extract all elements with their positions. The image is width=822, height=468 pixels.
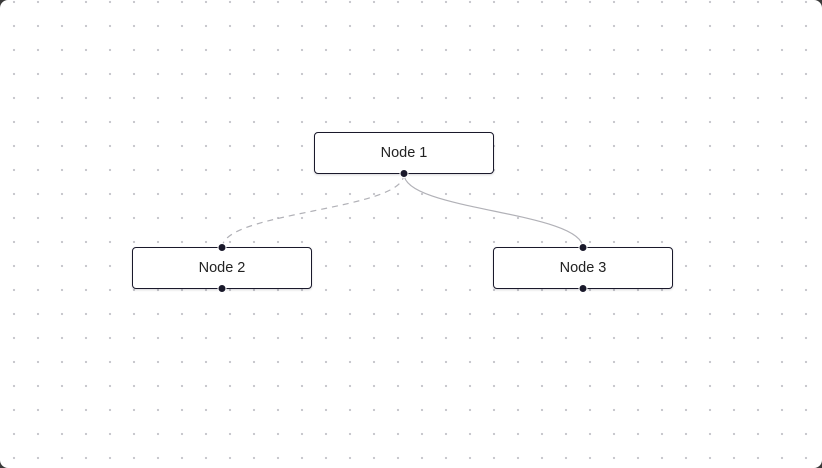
node-3-target-handle[interactable]: [578, 243, 588, 252]
node-1[interactable]: Node 1: [314, 132, 494, 178]
edge-node1-node3[interactable]: [403, 173, 584, 249]
node-3-label: Node 3: [559, 259, 607, 276]
edge-node1-node2[interactable]: [221, 173, 405, 249]
node-3-source-handle[interactable]: [578, 284, 588, 293]
node-1-label: Node 1: [380, 144, 428, 161]
node-2-source-handle[interactable]: [217, 284, 227, 293]
node-2[interactable]: Node 2: [132, 243, 312, 293]
node-1-source-handle[interactable]: [399, 169, 409, 178]
node-2-label: Node 2: [198, 259, 246, 276]
node-2-target-handle[interactable]: [217, 243, 227, 252]
node-3[interactable]: Node 3: [493, 243, 673, 293]
